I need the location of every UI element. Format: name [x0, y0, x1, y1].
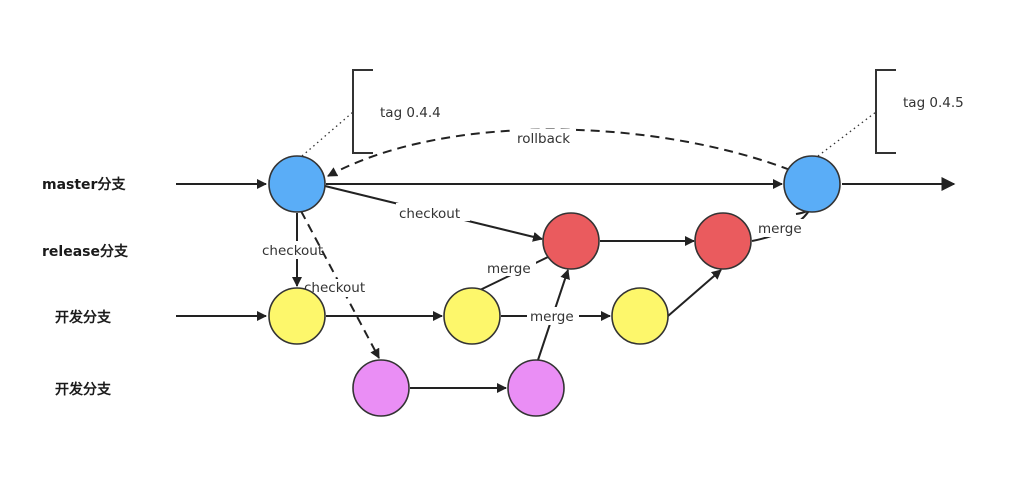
release-commit-node-2	[694, 212, 752, 270]
lane-label-dev-1: 开发分支	[55, 309, 112, 326]
dev2-commit-node-2	[507, 359, 565, 417]
checkout-label-bg-1	[396, 203, 470, 221]
checkout-master-to-release-label: checkout	[399, 206, 460, 222]
rollback-label-bg	[514, 129, 576, 147]
dev1-commit-node-3	[611, 287, 669, 345]
tag-connector-2	[817, 111, 877, 157]
dev1-commit-node-2	[443, 287, 501, 345]
lane-label-master: master分支	[42, 176, 126, 193]
merge-label-bg-1	[484, 258, 536, 276]
lane-label-dev-2: 开发分支	[55, 381, 112, 398]
rollback-edge	[327, 128, 791, 177]
merge-label-bg-3	[756, 219, 806, 237]
master-commit-node-1	[268, 155, 326, 213]
merge-dev1-to-release-label: merge	[487, 261, 531, 277]
checkout-label-bg-3	[301, 279, 377, 297]
merge-release-to-master-label: merge	[758, 221, 802, 237]
release-commit-node-1	[542, 212, 600, 270]
checkout-master-to-dev2-label: checkout	[304, 280, 365, 296]
tag-connector-1	[301, 111, 354, 157]
merge-dev1b-to-release-edge	[667, 269, 722, 317]
tag-bracket-1	[352, 69, 373, 154]
lane-label-release: release分支	[42, 243, 129, 260]
checkout-label-bg-2	[259, 241, 335, 259]
dev2-commit-node-1	[352, 359, 410, 417]
master-commit-node-2	[783, 155, 841, 213]
tag-bracket-2	[875, 69, 896, 154]
merge-dev2-to-release-label: merge	[530, 309, 574, 325]
tag-label-2: tag 0.4.5	[903, 95, 964, 111]
checkout-master-to-dev1-label: checkout	[262, 243, 323, 259]
merge-label-bg-2	[527, 307, 579, 325]
tag-label-1: tag 0.4.4	[380, 105, 441, 121]
dev1-commit-node-1	[268, 287, 326, 345]
rollback-label: rollback	[517, 131, 570, 147]
